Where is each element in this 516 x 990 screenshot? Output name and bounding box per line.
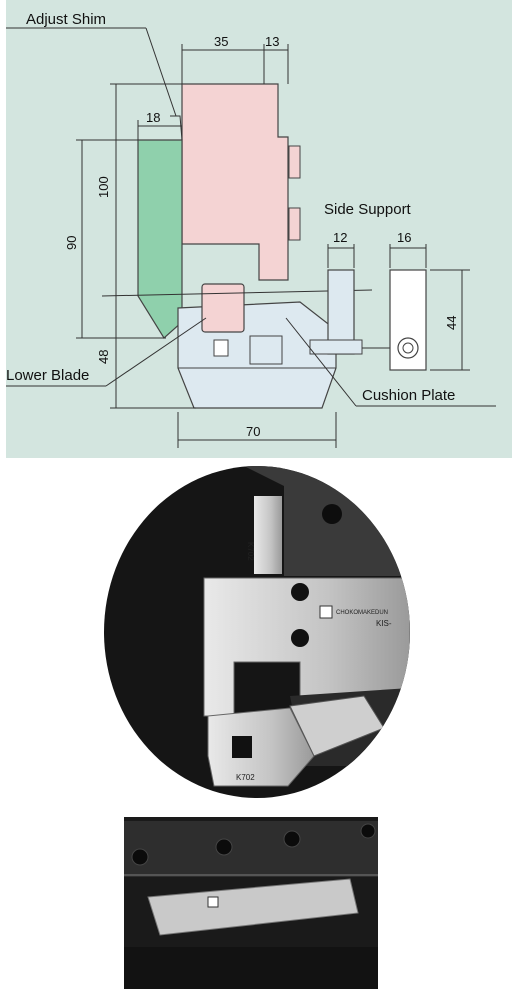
photo1-brand: CHOKOMAKEDUN xyxy=(336,610,388,616)
photo1-small-blade xyxy=(254,496,282,574)
lower-blade-screw xyxy=(213,339,229,357)
dim-70: 70 xyxy=(246,424,260,439)
label-cushion-plate: Cushion Plate xyxy=(362,387,455,404)
photo2-bolt-2 xyxy=(215,838,233,856)
photo1-bolt-2 xyxy=(291,629,309,647)
photo2-bolt-3 xyxy=(283,830,301,848)
dim-48: 48 xyxy=(96,350,111,364)
upper-bolt-1 xyxy=(288,145,301,179)
label-lower-blade: Lower Blade xyxy=(6,367,89,384)
dim-18: 18 xyxy=(146,110,160,125)
dim-35: 35 xyxy=(214,34,228,49)
photo1-model: KIS- xyxy=(376,619,392,628)
sheet-line xyxy=(101,289,373,297)
adjust-shim-line xyxy=(170,115,183,141)
side-support-hole-inner xyxy=(402,342,414,354)
photo1-part-no-top: K702 xyxy=(246,542,255,561)
upper-bolt-2 xyxy=(288,207,301,241)
photo1-part-no-bottom: K702 xyxy=(236,773,255,782)
photo2-bolt-1 xyxy=(131,848,149,866)
photo2-bottom-shadow xyxy=(124,947,378,989)
label-adjust-shim: Adjust Shim xyxy=(26,11,106,28)
technical-diagram: Adjust Shim Side Support Lower Blade Cus… xyxy=(6,0,512,458)
close-up-photo: K702 CHOKOMAKEDUN KIS- K702 xyxy=(104,466,410,798)
dim-90: 90 xyxy=(64,236,79,250)
photo2-bolt-4 xyxy=(360,823,376,839)
photo2-logo-badge xyxy=(207,896,219,908)
photo1-top-bolt xyxy=(322,504,342,524)
photo1-lower-blade xyxy=(207,707,315,787)
rail-photo xyxy=(124,817,378,989)
photo2-silver-blade xyxy=(147,878,359,936)
lower-block-inner-recess xyxy=(249,335,283,365)
dim-44: 44 xyxy=(444,316,459,330)
dimension-lines xyxy=(76,44,470,448)
upper-blade-holder xyxy=(181,83,289,281)
dim-13: 13 xyxy=(265,34,279,49)
label-side-support: Side Support xyxy=(324,201,412,218)
lower-blade-insert xyxy=(201,283,245,333)
dim-12: 12 xyxy=(333,230,347,245)
green-blade xyxy=(137,139,183,339)
leader-lines xyxy=(6,27,496,407)
dim-16: 16 xyxy=(397,230,411,245)
photo1-logo-badge xyxy=(319,605,333,619)
side-support-screw xyxy=(309,339,363,355)
photo1-bolt-1 xyxy=(291,583,309,601)
photo1-lower-slot xyxy=(232,736,252,758)
dim-100: 100 xyxy=(96,176,111,198)
photo2-top-rail xyxy=(124,821,378,877)
